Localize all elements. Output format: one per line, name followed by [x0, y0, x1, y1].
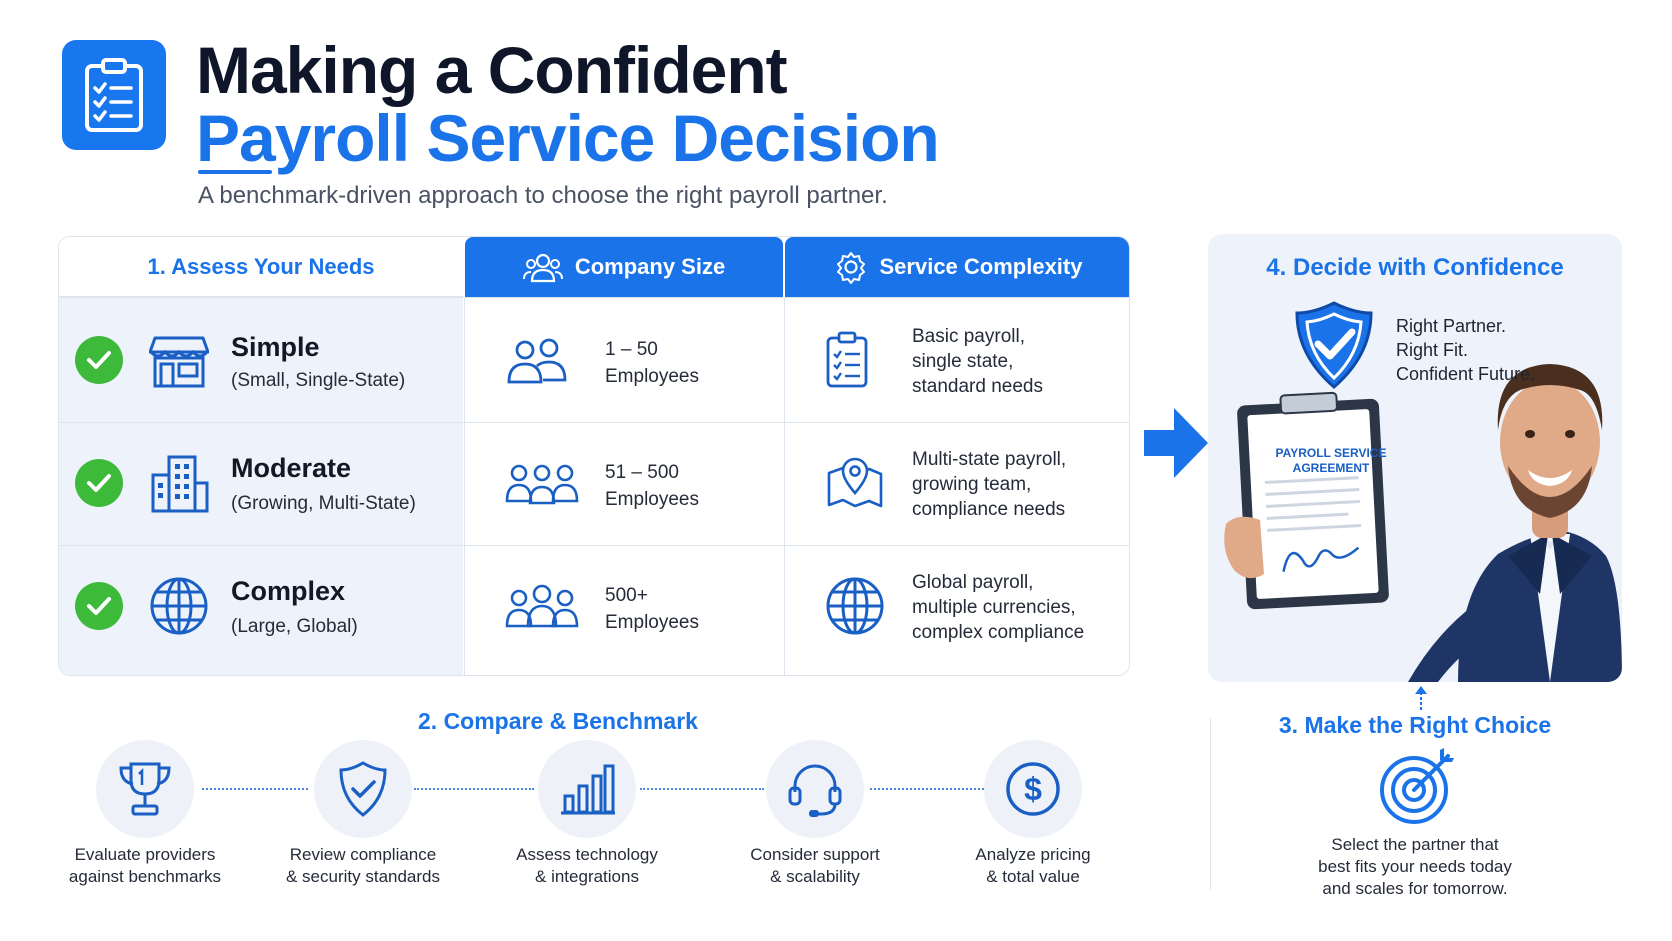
checklist-icon — [826, 331, 868, 388]
connector-dots — [202, 788, 308, 790]
section-divider — [1210, 718, 1211, 890]
complexity-line: Basic payroll, — [912, 326, 1025, 347]
table-row: Simple (Small, Single-State) 1 – 50 Empl… — [59, 297, 1129, 422]
step-label: Review compliance & security standards — [263, 844, 463, 888]
step-label-line: Review compliance — [289, 845, 437, 864]
complexity-line: Global payroll, — [912, 572, 1034, 593]
step-label-line: Assess technology — [516, 845, 658, 864]
page-title-line2: Payroll Service Decision — [196, 101, 940, 175]
headset-icon — [766, 740, 864, 838]
arrow-up-icon — [1415, 686, 1427, 710]
check-icon — [75, 459, 123, 507]
step-label: Analyze pricing & total value — [933, 844, 1133, 888]
target-icon — [1380, 748, 1454, 824]
title-underline — [198, 170, 272, 174]
step-label-line: Evaluate providers — [74, 845, 216, 864]
globe-icon — [150, 577, 208, 635]
decide-title: 4. Decide with Confidence — [1266, 254, 1564, 281]
step-label-line: against benchmarks — [68, 867, 222, 886]
shield-check-icon — [1295, 301, 1373, 389]
connector-dots — [414, 788, 534, 790]
header-service-complexity: Service Complexity — [785, 237, 1129, 297]
connector-dots — [870, 788, 984, 790]
category-name: Simple — [231, 332, 320, 362]
choice-title: 3. Make the Right Choice — [1278, 712, 1552, 738]
complexity-line: growing team, — [912, 474, 1032, 495]
size-unit: Employees — [605, 612, 699, 633]
compare-title: 2. Compare & Benchmark — [418, 708, 698, 734]
bar-chart-icon — [538, 740, 636, 838]
size-range: 500+ — [605, 585, 648, 606]
shield-check-icon — [314, 740, 412, 838]
connector-dots — [640, 788, 764, 790]
step-label-line: & scalability — [770, 867, 860, 886]
map-pin-icon — [827, 457, 883, 508]
table-row: Moderate (Growing, Multi-State) 51 – 500… — [59, 422, 1129, 545]
complexity-line: Multi-state payroll, — [912, 449, 1067, 470]
trophy-icon — [96, 740, 194, 838]
choice-text-line: and scales for tomorrow. — [1322, 879, 1508, 898]
group-icon — [505, 464, 579, 505]
tagline-line: Right Partner. — [1396, 316, 1507, 336]
clipboard-checklist-icon — [62, 40, 166, 150]
tagline-line: Confident Future. — [1396, 364, 1536, 384]
step-label-line: Consider support — [750, 845, 880, 864]
page-subtitle: A benchmark-driven approach to choose th… — [198, 182, 888, 209]
header-company-size: Company Size — [465, 237, 783, 297]
storefront-icon — [149, 336, 209, 388]
two-people-icon — [507, 338, 567, 384]
globe-icon — [826, 577, 884, 635]
category-name: Complex — [231, 576, 346, 606]
dollar-icon: $ — [984, 740, 1082, 838]
office-building-icon — [151, 455, 209, 513]
decide-panel: 4. Decide with Confidence Right Partner.… — [1208, 234, 1622, 682]
header-assess-needs: 1. Assess Your Needs — [59, 237, 463, 297]
category-name: Moderate — [231, 453, 352, 483]
complexity-line: standard needs — [912, 376, 1043, 397]
choice-text-line: Select the partner that — [1331, 835, 1499, 854]
header-assess-label: 1. Assess Your Needs — [147, 253, 375, 279]
complexity-line: multiple currencies, — [912, 597, 1076, 618]
tagline-line: Right Fit. — [1396, 340, 1469, 360]
step-label-line: Analyze pricing — [975, 845, 1091, 864]
people-icon — [522, 253, 563, 283]
gear-icon — [836, 252, 865, 284]
step-label-line: & security standards — [285, 867, 440, 886]
crowd-icon — [505, 584, 579, 628]
complexity-line: single state, — [912, 351, 1014, 372]
arrow-right-icon — [1144, 408, 1208, 478]
step-label-line: & total value — [986, 867, 1080, 886]
page-title-line1: Making a Confident — [196, 33, 788, 107]
size-unit: Employees — [605, 366, 699, 387]
complexity-line: compliance needs — [912, 499, 1066, 520]
header-complexity-label: Service Complexity — [879, 254, 1083, 279]
check-icon — [75, 336, 123, 384]
svg-text:$: $ — [1024, 771, 1042, 807]
size-range: 1 – 50 — [605, 339, 658, 360]
step-label: Evaluate providers against benchmarks — [45, 844, 245, 888]
size-unit: Employees — [605, 489, 699, 510]
category-desc: (Large, Global) — [231, 616, 358, 637]
table-row: Complex (Large, Global) 500+ Employees — [59, 545, 1129, 675]
needs-table: 1. Assess Your Needs Company Size Servic… — [58, 236, 1130, 676]
agreement-title: PAYROLL SERVICE AGREEMENT — [1275, 446, 1387, 475]
check-icon — [75, 582, 123, 630]
complexity-line: complex compliance — [912, 622, 1085, 643]
size-range: 51 – 500 — [605, 462, 679, 483]
step-label-line: & integrations — [535, 867, 639, 886]
category-desc: (Growing, Multi-State) — [231, 493, 416, 514]
choice-text-line: best fits your needs today — [1318, 857, 1512, 876]
header-size-label: Company Size — [574, 254, 726, 279]
category-desc: (Small, Single-State) — [231, 370, 406, 391]
step-label: Consider support & scalability — [715, 844, 915, 888]
step-label: Assess technology & integrations — [487, 844, 687, 888]
person-holding-agreement-illustration — [1224, 364, 1622, 682]
